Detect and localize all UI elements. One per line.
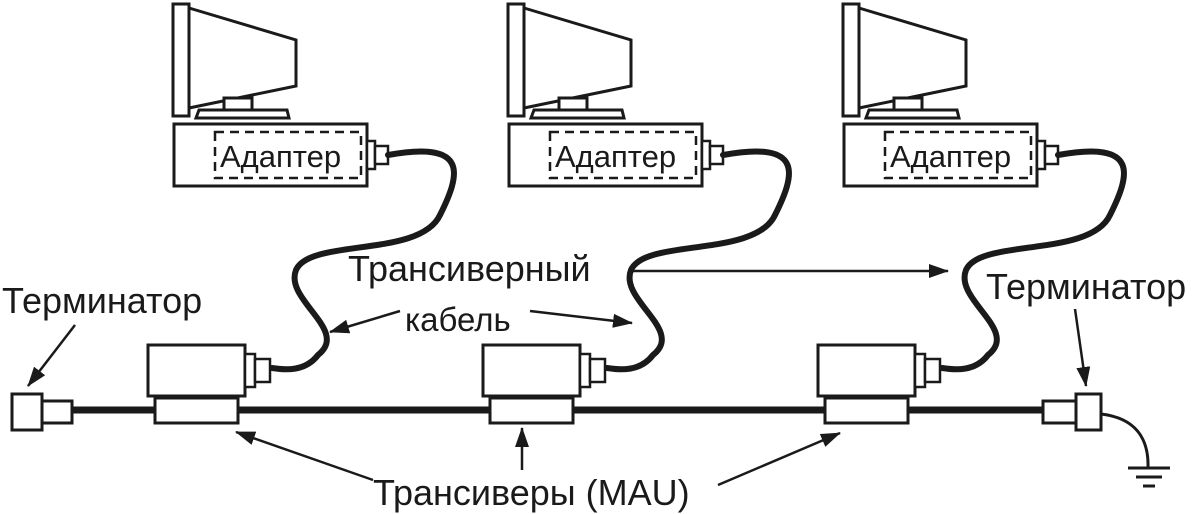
ground-icon xyxy=(1100,412,1170,488)
annotation-arrows xyxy=(27,264,1091,487)
adapter-label-3: Адаптер xyxy=(890,139,1011,174)
right-terminator xyxy=(1041,392,1103,432)
station-3 xyxy=(818,4,1124,423)
arrow-cable-to-cable2 xyxy=(529,309,633,328)
arrow-transceivers-3 xyxy=(717,431,841,487)
transceivers-label: Трансиверы (MAU) xyxy=(373,472,690,513)
arrow-terminator-right xyxy=(1073,308,1091,387)
transceiver-cable-label-line2: кабель xyxy=(405,301,511,338)
adapter-label-1: Адаптер xyxy=(220,139,341,174)
left-terminator xyxy=(10,392,74,432)
station-2 xyxy=(483,4,789,423)
adapter-label-2: Адаптер xyxy=(555,139,676,174)
arrow-transceivers-1 xyxy=(235,430,374,482)
terminator-label-right: Терминатор xyxy=(986,266,1186,307)
station-1 xyxy=(148,4,454,423)
arrow-cable-to-cable1 xyxy=(329,309,401,334)
terminator-label-left: Терминатор xyxy=(2,280,202,321)
transceiver-cable-label-line1: Трансиверный xyxy=(348,248,591,289)
arrow-terminator-left xyxy=(27,324,76,387)
